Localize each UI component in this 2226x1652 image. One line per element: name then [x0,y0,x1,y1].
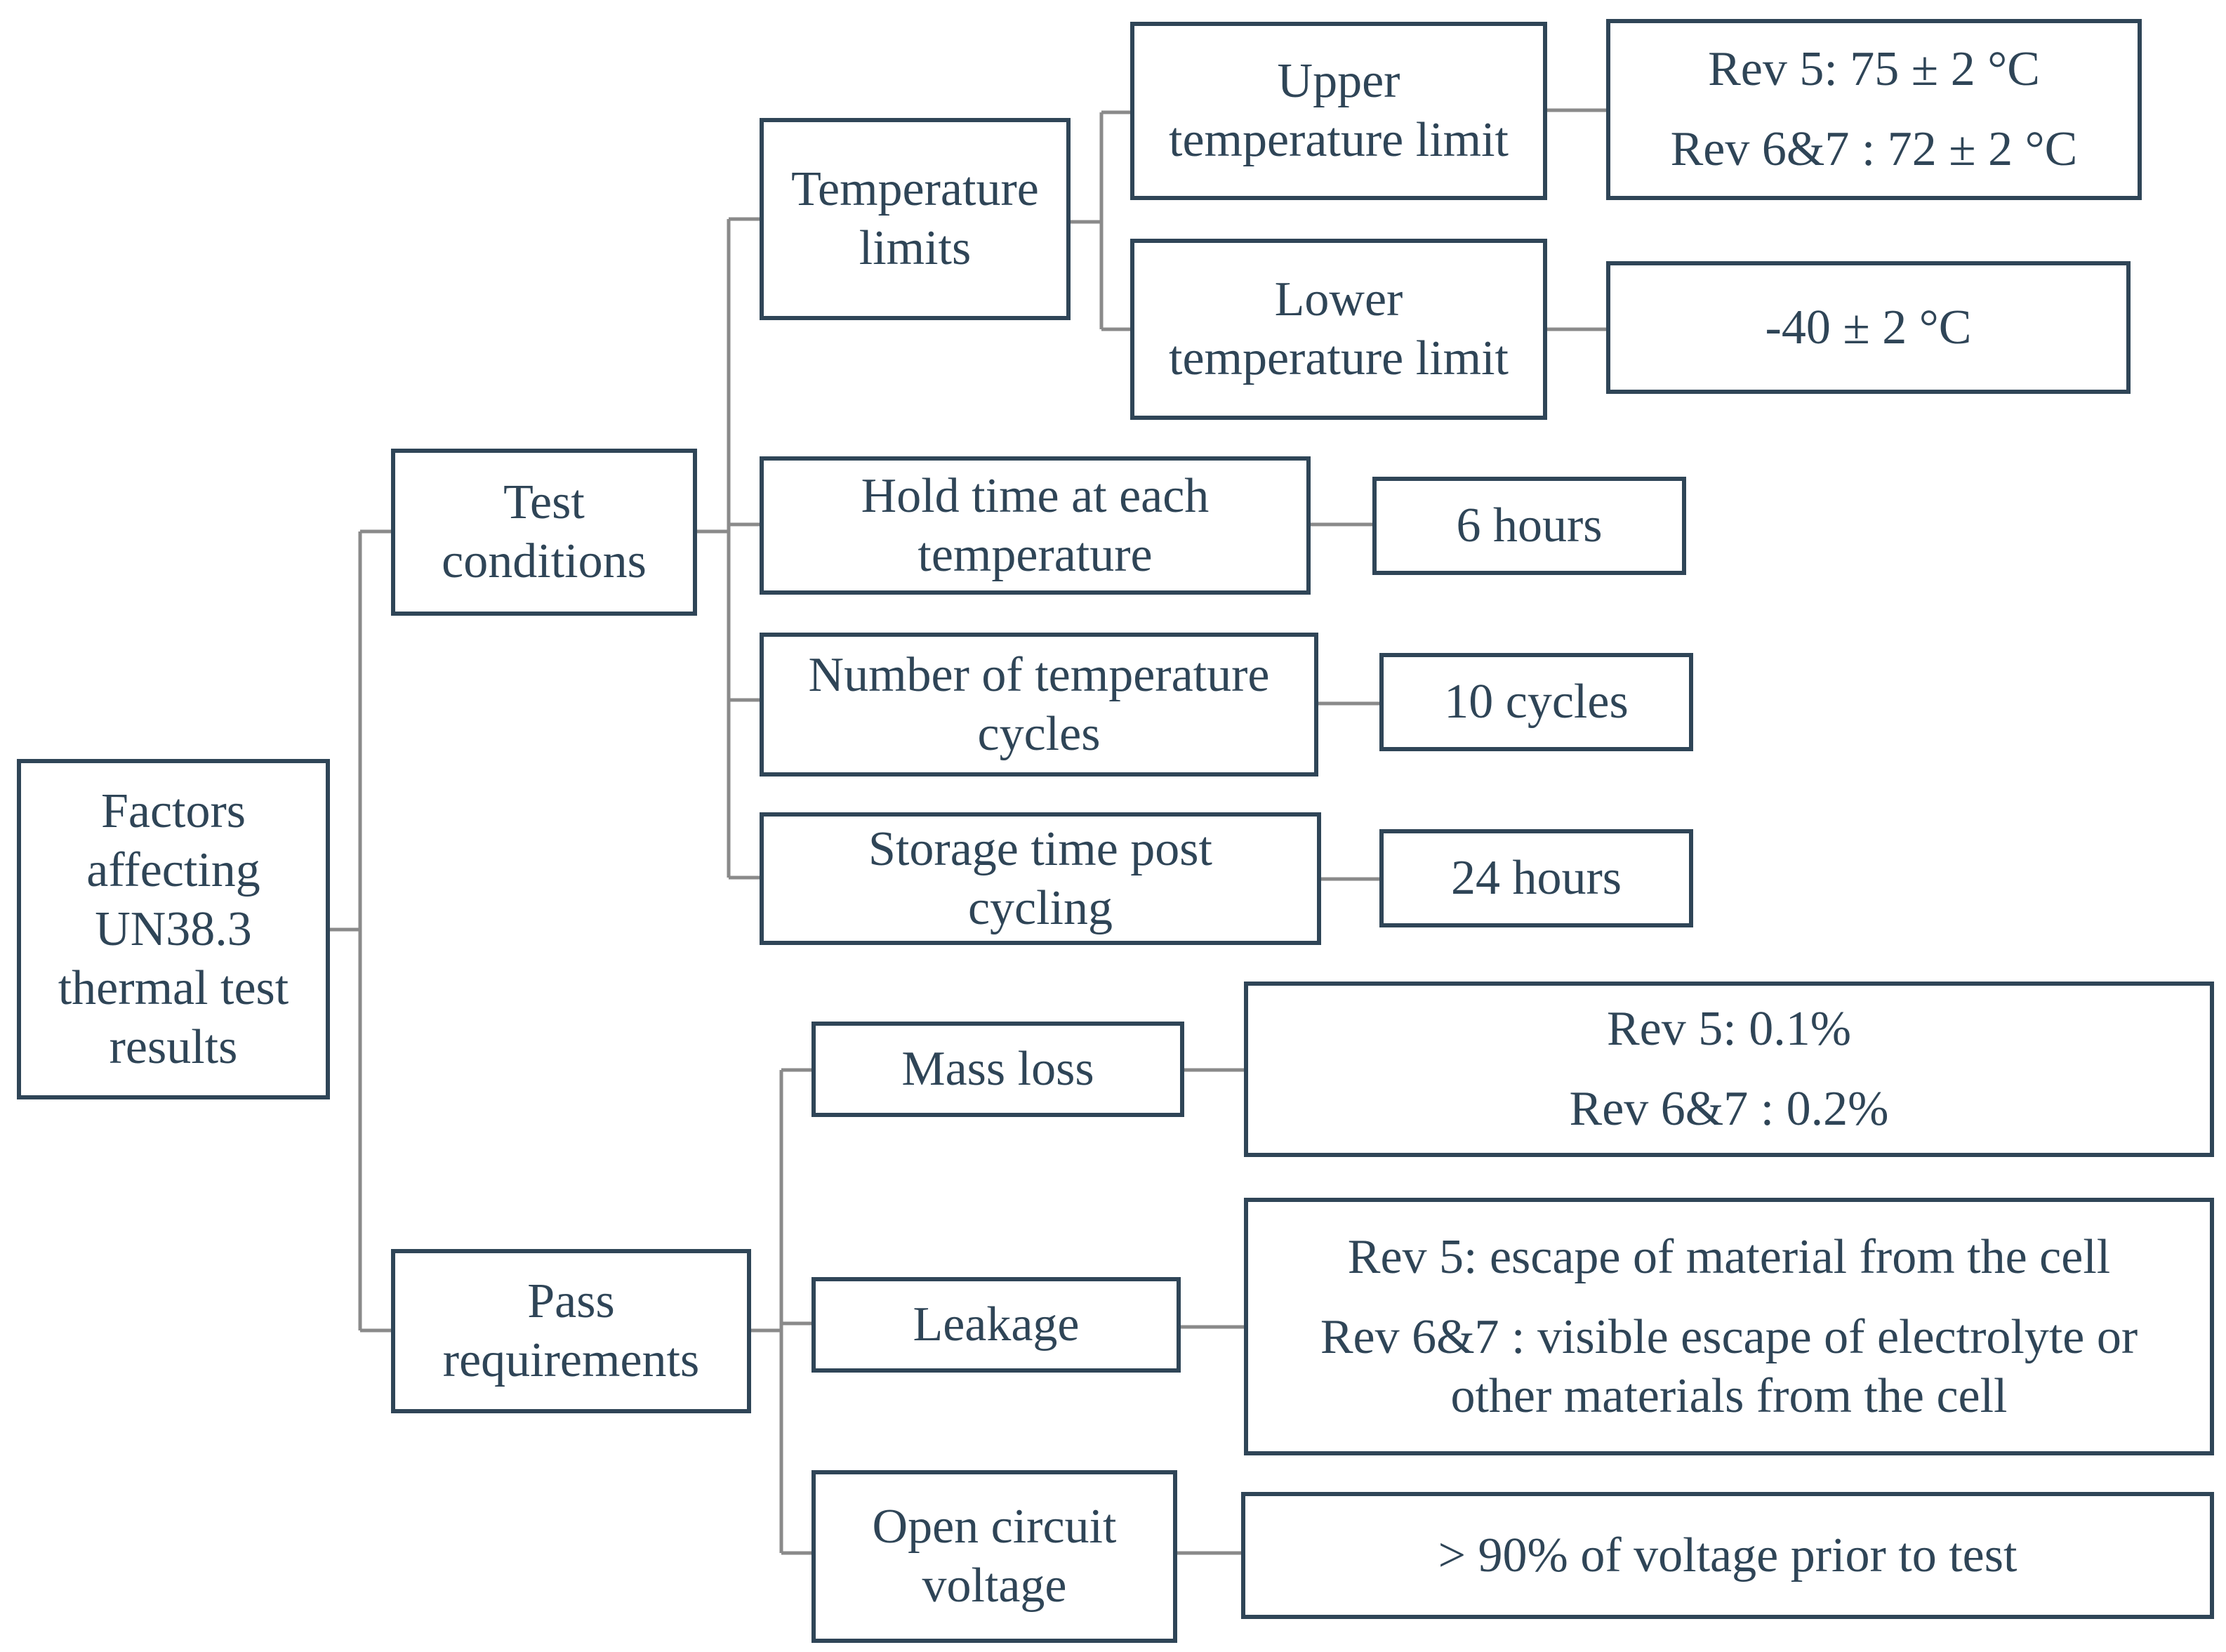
test-conditions-line-1: Test [503,475,585,529]
storage-time-value-node: 24 hours [1379,829,1693,927]
root-line-1: Factors [100,784,246,838]
lower-limit-value-node: -40 ± 2 °C [1606,261,2131,394]
pass-requirements-node: Pass requirements [391,1249,751,1413]
mass-loss-value-line-1: Rev 5: 0.1% [1606,1002,1852,1056]
ocv-line-2: voltage [922,1559,1067,1613]
upper-limit-node: Upper temperature limit [1130,22,1547,200]
hold-time-line-2: temperature [917,527,1153,582]
ocv-value-node: > 90% of voltage prior to test [1241,1492,2214,1619]
root-line-3: UN38.3 [95,901,252,956]
storage-time-value-text: 24 hours [1450,851,1622,905]
lower-limit-line-1: Lower [1274,272,1403,326]
upper-limit-value-node: Rev 5: 75 ± 2 °C Rev 6&7 : 72 ± 2 °C [1606,19,2142,200]
temperature-limits-line-2: limits [859,221,972,275]
mass-loss-node: Mass loss [811,1022,1184,1117]
num-cycles-line-2: cycles [977,706,1101,761]
test-conditions-line-2: conditions [442,534,647,588]
upper-limit-line-2: temperature limit [1169,113,1509,167]
hold-time-node: Hold time at each temperature [760,456,1311,595]
upper-limit-line-1: Upper [1277,54,1400,108]
root-line-4: thermal test [58,960,289,1015]
storage-time-line-1: Storage time post [868,821,1212,876]
leakage-node: Leakage [811,1277,1181,1373]
ocv-value-text: > 90% of voltage prior to test [1438,1528,2018,1582]
lower-limit-node: Lower temperature limit [1130,239,1547,420]
num-cycles-line-1: Number of temperature [808,647,1270,702]
root-line-2: affecting [86,842,260,897]
hold-time-value-node: 6 hours [1372,477,1686,575]
storage-time-node: Storage time post cycling [760,812,1321,945]
hold-time-line-1: Hold time at each [861,468,1210,523]
lower-limit-line-2: temperature limit [1169,331,1509,385]
mass-loss-value-line-2: Rev 6&7 : 0.2% [1569,1082,1889,1136]
root-node: Factors affecting UN38.3 thermal test re… [17,759,330,1099]
leakage-value-line-1: Rev 5: escape of material from the cell [1347,1229,2111,1284]
num-cycles-value-node: 10 cycles [1379,653,1693,751]
num-cycles-value-text: 10 cycles [1444,675,1629,729]
lower-limit-value-text: -40 ± 2 °C [1765,300,1972,355]
upper-limit-value-line-1: Rev 5: 75 ± 2 °C [1708,42,2040,96]
leakage-text: Leakage [913,1297,1080,1352]
leakage-value-line-3: other materials from the cell [1450,1368,2008,1423]
ocv-node: Open circuit voltage [811,1470,1177,1643]
test-conditions-node: Test conditions [391,449,697,616]
temperature-limits-line-1: Temperature [791,162,1039,216]
leakage-value-node: Rev 5: escape of material from the cell … [1244,1198,2214,1455]
hold-time-value-text: 6 hours [1456,498,1603,553]
storage-time-line-2: cycling [967,880,1113,935]
ocv-line-1: Open circuit [872,1500,1117,1554]
pass-requirements-line-2: requirements [442,1333,700,1387]
root-line-5: results [109,1019,238,1074]
mass-loss-value-node: Rev 5: 0.1% Rev 6&7 : 0.2% [1244,982,2214,1157]
num-cycles-node: Number of temperature cycles [760,633,1318,777]
pass-requirements-line-1: Pass [527,1274,615,1328]
upper-limit-value-line-2: Rev 6&7 : 72 ± 2 °C [1670,122,2078,176]
mass-loss-text: Mass loss [901,1042,1094,1096]
temperature-limits-node: Temperature limits [760,118,1071,320]
leakage-value-line-2: Rev 6&7 : visible escape of electrolyte … [1320,1309,2138,1364]
